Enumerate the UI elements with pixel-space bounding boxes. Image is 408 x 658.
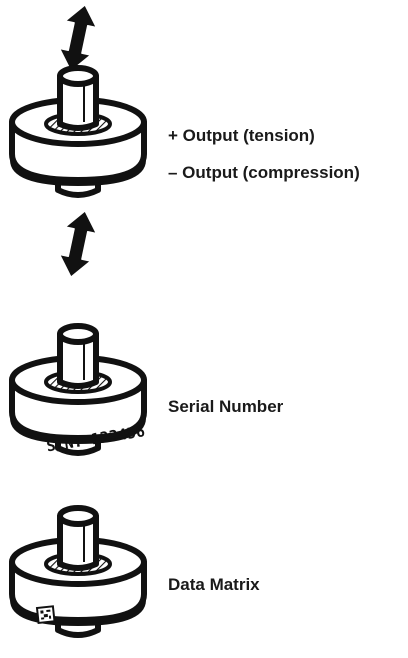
- output-tension-label: + Output (tension): [168, 126, 315, 145]
- output-compression-label: – Output (compression): [168, 163, 360, 182]
- data-matrix-label: Data Matrix: [168, 575, 260, 594]
- load-cell-output: [10, 68, 146, 195]
- data-matrix-icon: [35, 605, 56, 625]
- serial-number-label: Serial Number: [168, 397, 284, 416]
- load-cell-datamatrix: [10, 508, 146, 635]
- top-arrow-icon: [54, 0, 102, 76]
- bottom-arrow-icon: [54, 206, 102, 282]
